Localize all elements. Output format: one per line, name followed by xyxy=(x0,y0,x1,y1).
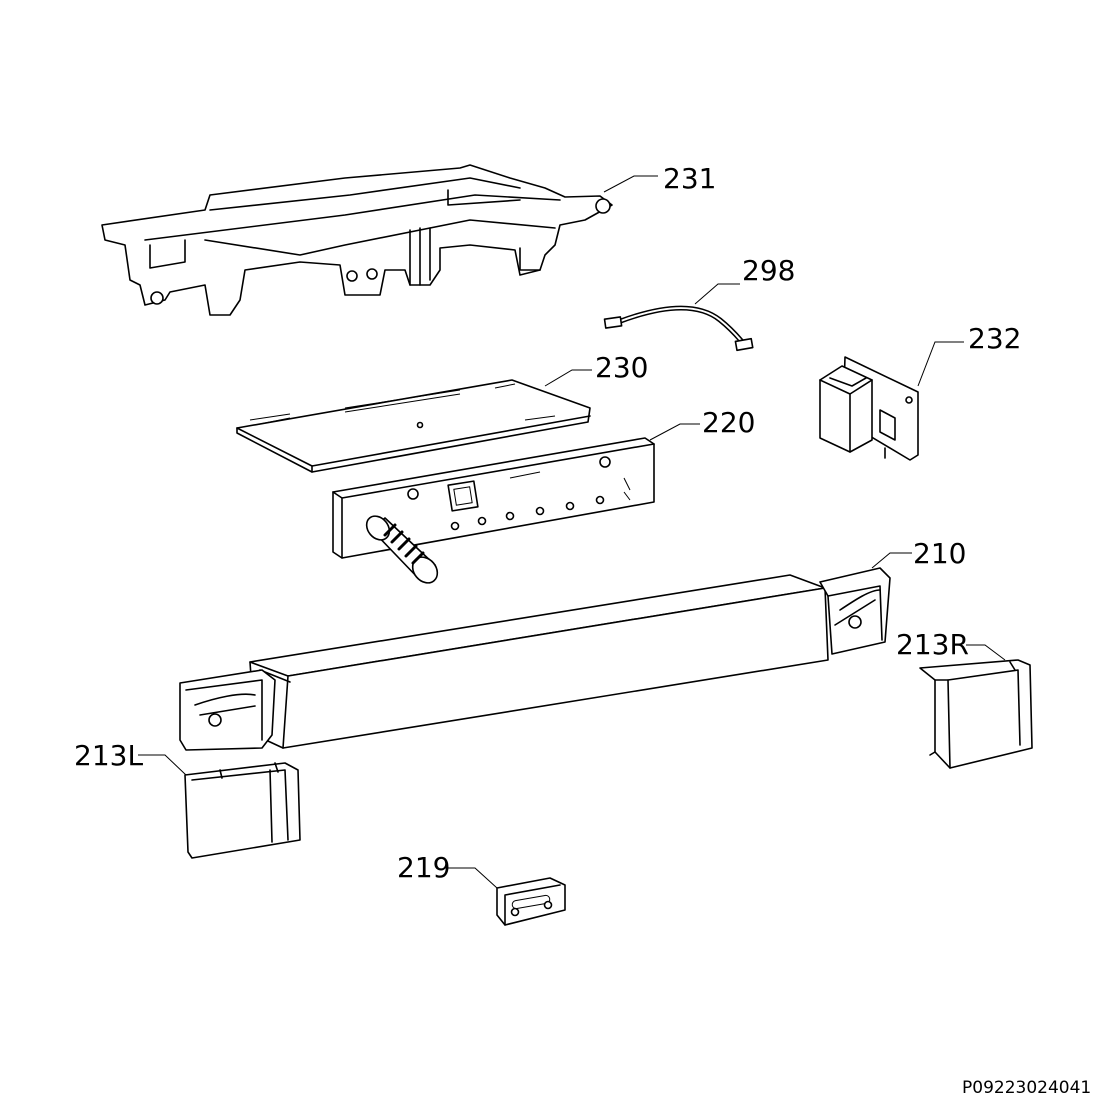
part-213L-left-cover xyxy=(184,762,301,859)
diagram-code: P09223024041 xyxy=(962,1078,1091,1098)
part-210-handle-bar xyxy=(179,567,891,751)
label-213L: 213L xyxy=(74,739,143,772)
label-219: 219 xyxy=(397,851,450,884)
part-213R-right-cover xyxy=(919,659,1033,769)
part-230-circuit-board xyxy=(236,379,591,473)
part-232-transformer-board xyxy=(819,356,919,461)
label-231: 231 xyxy=(663,162,716,195)
label-210: 210 xyxy=(913,537,966,570)
label-220: 220 xyxy=(702,406,755,439)
part-219-clip xyxy=(496,877,566,926)
part-220-control-panel xyxy=(332,437,655,584)
label-230: 230 xyxy=(595,351,648,384)
label-213R: 213R xyxy=(896,628,969,661)
label-232: 232 xyxy=(968,322,1021,355)
part-298-wire-harness xyxy=(603,305,754,352)
label-298: 298 xyxy=(742,254,795,287)
part-231-frame xyxy=(101,164,613,316)
control-knob xyxy=(365,515,439,584)
